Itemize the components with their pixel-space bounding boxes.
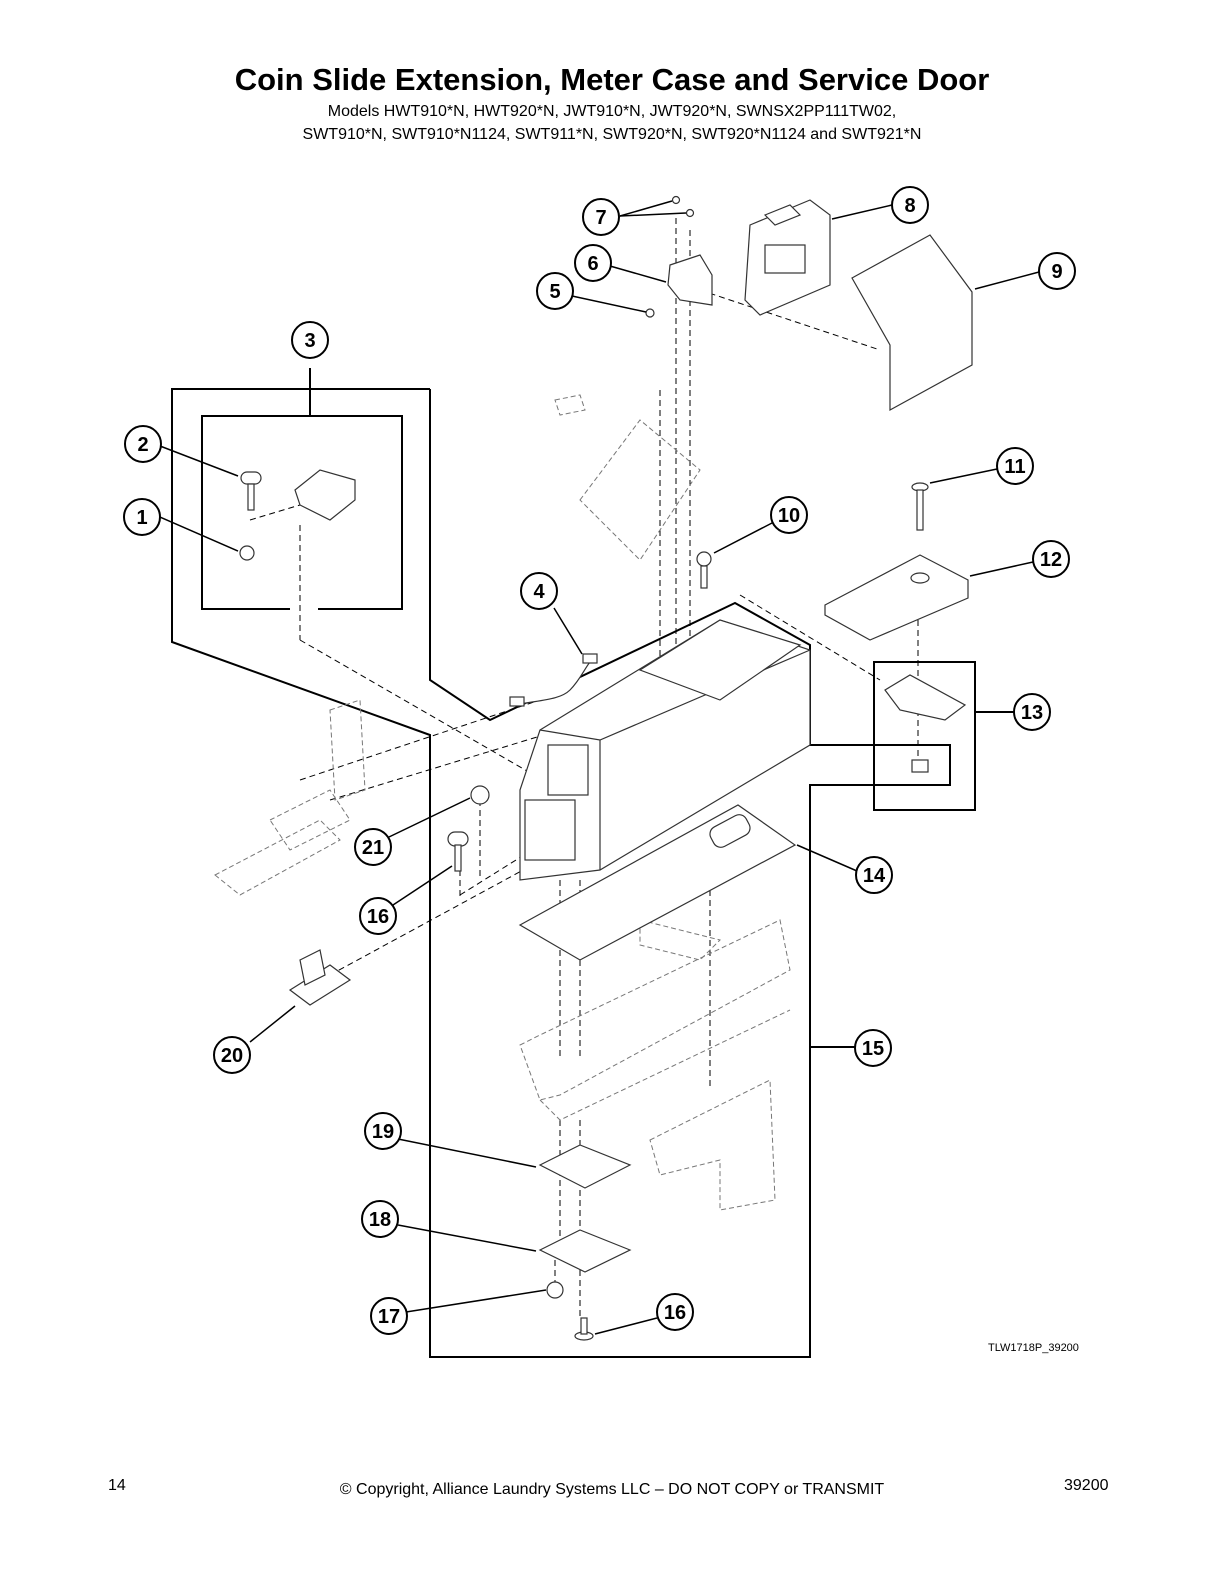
svg-text:1: 1 — [136, 507, 147, 529]
callout-10: 10 — [770, 496, 808, 534]
harness-connector-2 — [509, 696, 525, 707]
coin-slide-bracket — [239, 469, 356, 561]
callout-6: 6 — [574, 244, 612, 282]
page-number: 14 — [108, 1477, 126, 1494]
cabinet-outline-ghost — [519, 394, 791, 1211]
svg-text:13: 13 — [1021, 702, 1043, 724]
svg-text:5: 5 — [549, 281, 560, 303]
assembly-subframe-3 — [201, 415, 403, 610]
callout-15: 15 — [854, 1029, 892, 1067]
plate-19 — [538, 1144, 632, 1189]
svg-text:14: 14 — [863, 865, 886, 887]
callout-11: 11 — [996, 447, 1034, 485]
svg-text:8: 8 — [904, 195, 915, 217]
callout-2: 2 — [124, 425, 162, 463]
callout-16-upper: 16 — [359, 897, 397, 935]
callout-18: 18 — [361, 1200, 399, 1238]
switch-20-body — [299, 949, 326, 986]
screw-16-upper — [447, 831, 469, 872]
svg-text:7: 7 — [595, 207, 606, 229]
assembly-frame-13 — [873, 661, 976, 811]
screw-5 — [645, 308, 655, 318]
copyright-notice: © Copyright, Alliance Laundry Systems LL… — [339, 1481, 885, 1498]
screw-10 — [696, 551, 712, 589]
callout-12: 12 — [1032, 540, 1070, 578]
svg-text:21: 21 — [362, 837, 384, 859]
leader-lines — [159, 200, 1040, 1335]
screw-7b — [685, 208, 695, 218]
svg-text:18: 18 — [369, 1209, 391, 1231]
svg-text:3: 3 — [304, 330, 315, 352]
callout-17: 17 — [370, 1297, 408, 1335]
svg-text:4: 4 — [533, 581, 545, 603]
meter-cover-panel — [851, 234, 973, 412]
figure-code: TLW1718P_39200 — [988, 1342, 1079, 1354]
top-cover-plate — [824, 554, 969, 641]
svg-text:16: 16 — [367, 906, 389, 928]
meter-case — [519, 619, 811, 881]
screw-16-bottom — [574, 1317, 594, 1341]
document-number: 39200 — [1064, 1477, 1109, 1494]
callout-9: 9 — [1038, 252, 1076, 290]
meter-electronic-control — [744, 199, 831, 316]
svg-text:10: 10 — [778, 505, 800, 527]
callout-8: 8 — [891, 186, 929, 224]
svg-text:15: 15 — [862, 1038, 884, 1060]
plate-18 — [538, 1229, 632, 1273]
callout-4: 4 — [520, 572, 558, 610]
callout-19: 19 — [364, 1112, 402, 1150]
callout-20: 20 — [213, 1036, 251, 1074]
svg-text:9: 9 — [1051, 261, 1062, 283]
clip-assembly — [884, 674, 967, 773]
svg-text:20: 20 — [221, 1045, 243, 1067]
callout-16-lower: 16 — [656, 1293, 694, 1331]
meter-mounting-bracket — [667, 254, 713, 306]
svg-text:12: 12 — [1040, 549, 1062, 571]
svg-text:11: 11 — [1004, 456, 1025, 478]
callout-21: 21 — [354, 828, 392, 866]
base-plate-slot — [709, 814, 751, 848]
screw-7a — [671, 195, 681, 205]
screw-11 — [911, 482, 929, 531]
callout-5: 5 — [536, 272, 574, 310]
svg-text:17: 17 — [378, 1306, 400, 1328]
wire-harness — [514, 661, 591, 706]
plate-hole — [910, 572, 930, 584]
svg-text:2: 2 — [137, 434, 148, 456]
callout-13: 13 — [1013, 693, 1051, 731]
callout-1: 1 — [123, 498, 161, 536]
models-line-1: Models HWT910*N, HWT920*N, JWT910*N, JWT… — [327, 103, 897, 120]
callout-3: 3 — [291, 321, 329, 359]
svg-text:19: 19 — [372, 1121, 394, 1143]
page-title: Coin Slide Extension, Meter Case and Ser… — [234, 62, 990, 97]
callout-14: 14 — [855, 856, 893, 894]
coin-slide-mechanism — [214, 699, 366, 896]
svg-text:6: 6 — [587, 253, 598, 275]
nut-17 — [546, 1281, 564, 1299]
nut-21 — [470, 785, 490, 805]
svg-text:16: 16 — [664, 1302, 686, 1324]
models-line-2: SWT910*N, SWT910*N1124, SWT911*N, SWT920… — [302, 126, 922, 143]
harness-connector — [582, 653, 598, 664]
callout-7: 7 — [582, 198, 620, 236]
